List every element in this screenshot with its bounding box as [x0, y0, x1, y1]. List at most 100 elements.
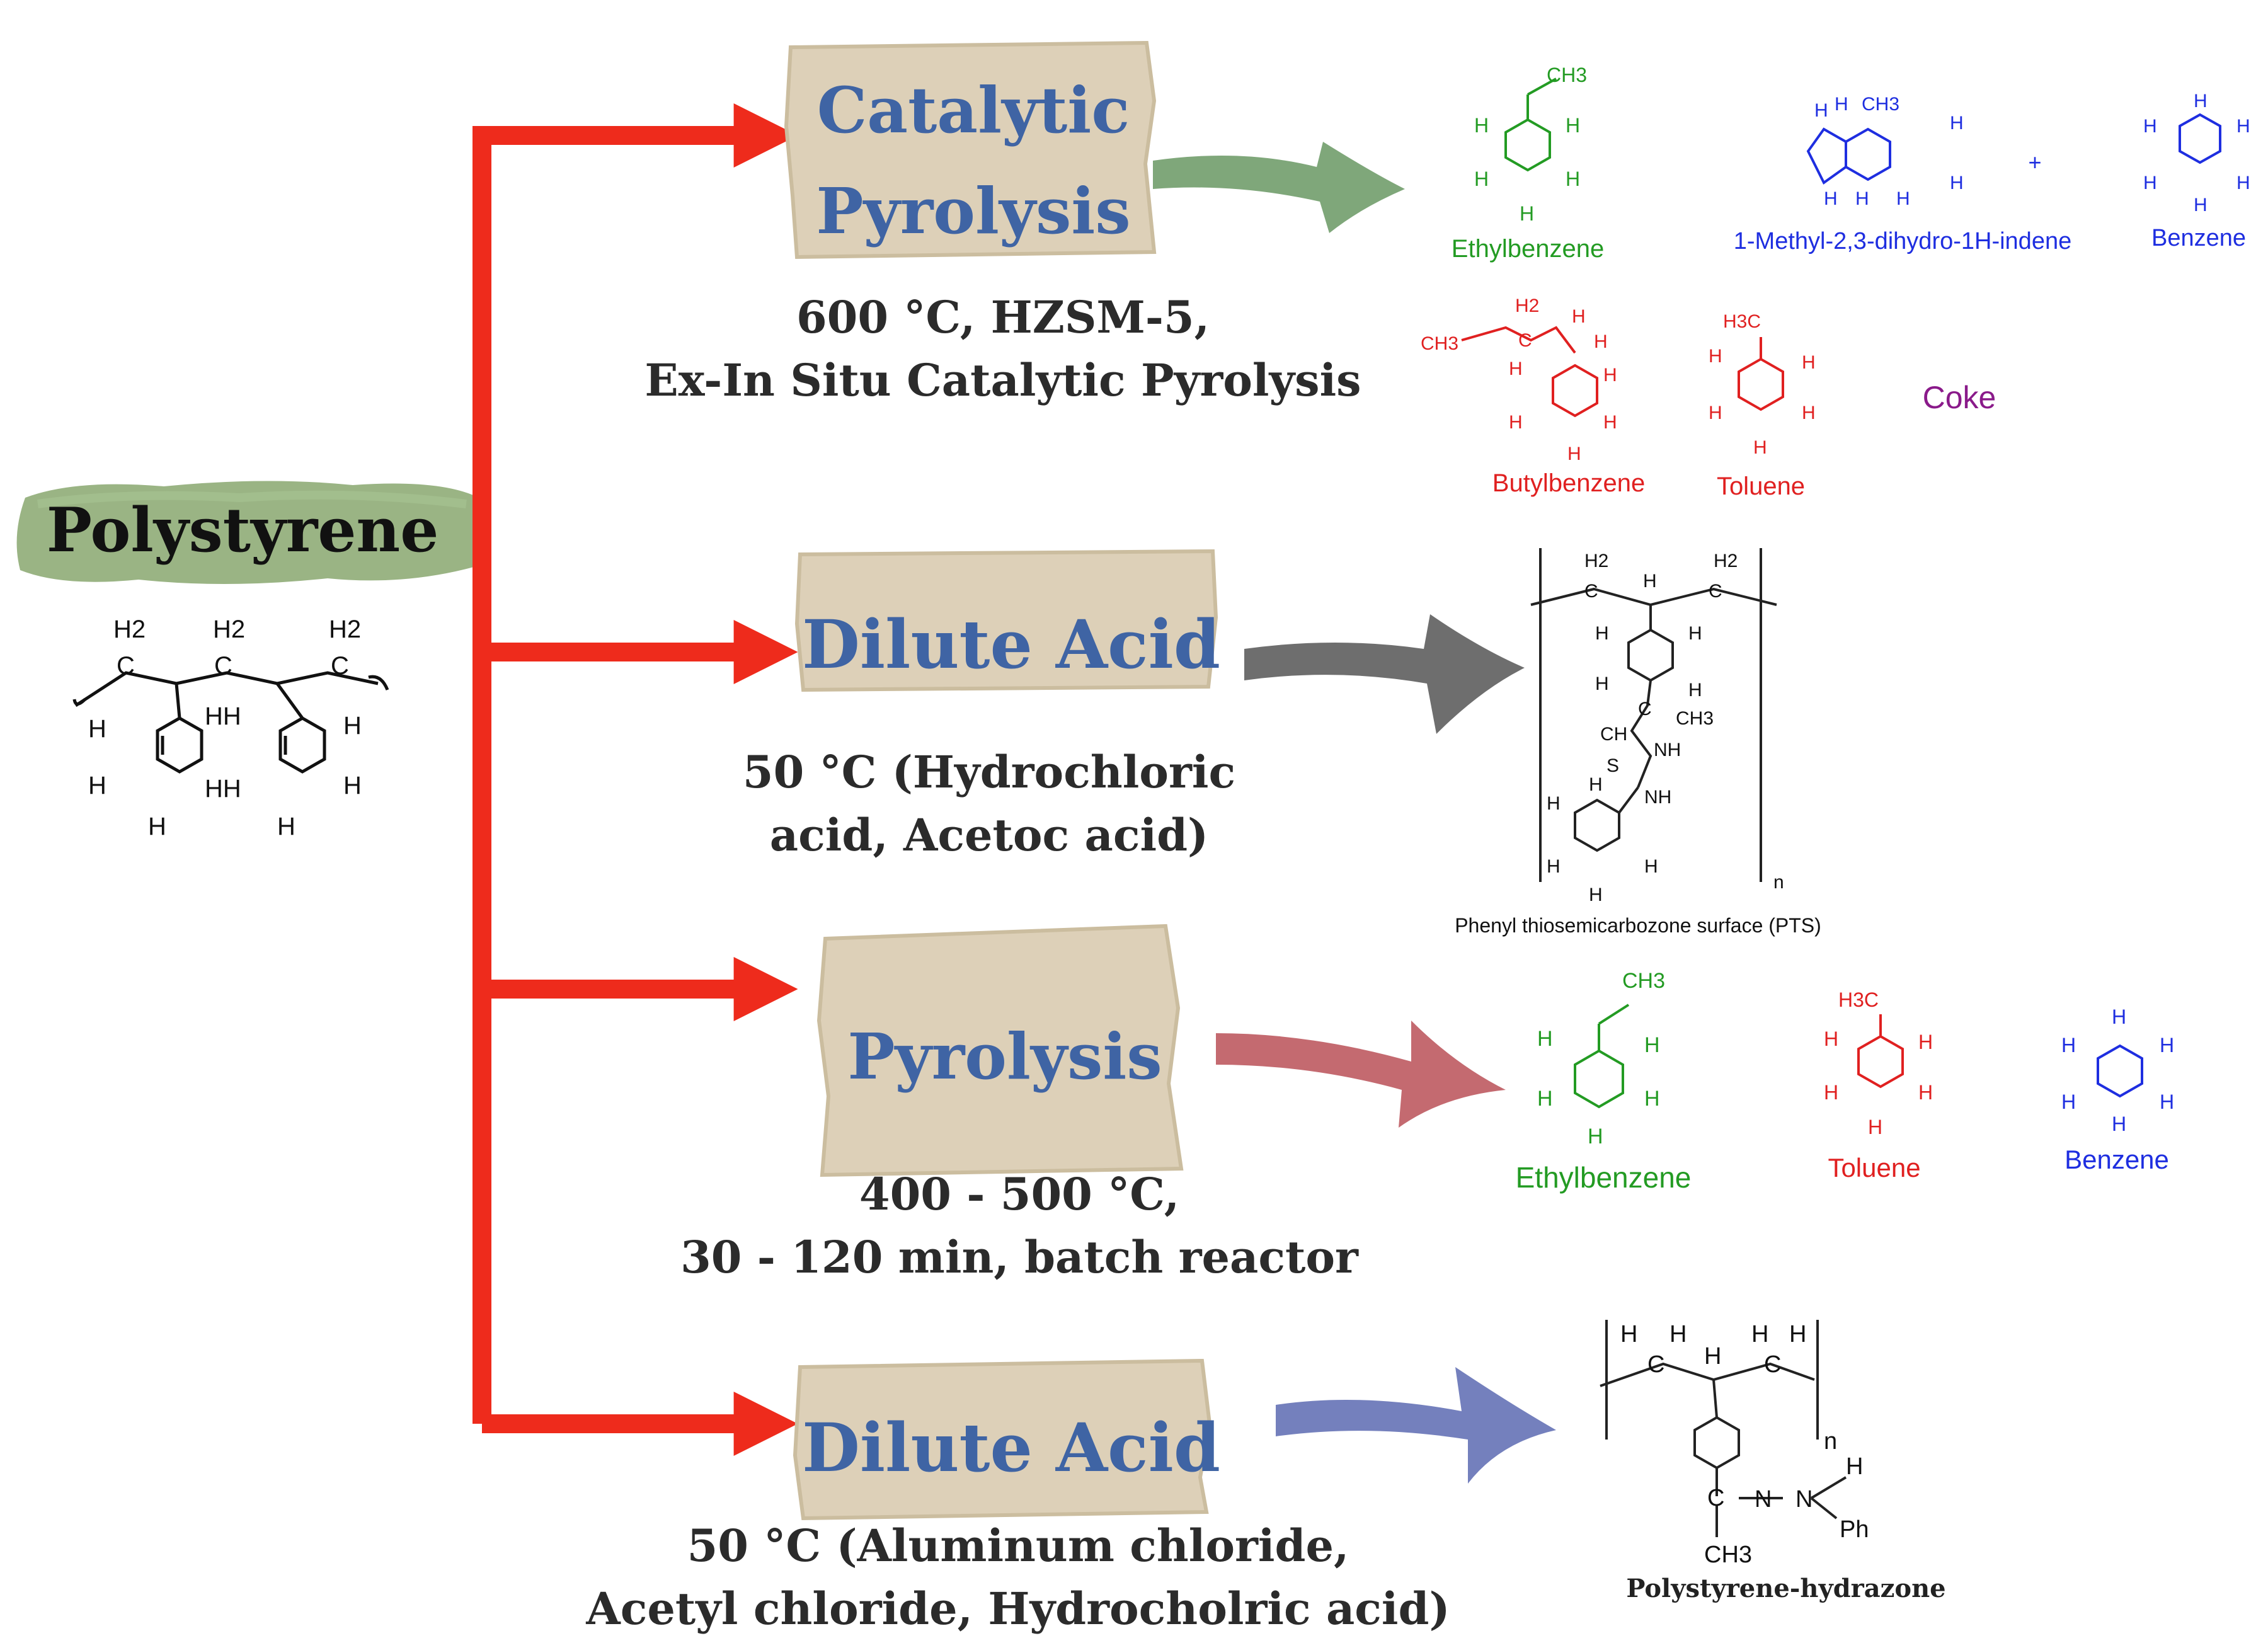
product-label-benzene: Benzene	[2151, 225, 2246, 251]
svg-text:H: H	[2160, 1034, 2174, 1056]
conditions-line-2: acid, Acetoc acid)	[770, 809, 1208, 861]
svg-text:H: H	[2160, 1091, 2174, 1113]
conditions-line-2: Ex-In Situ Catalytic Pyrolysis	[644, 354, 1361, 406]
svg-text:H: H	[1709, 346, 1722, 367]
pts-structure	[1530, 548, 1777, 882]
svg-text:C: C	[1707, 1485, 1724, 1511]
svg-text:C: C	[117, 652, 135, 680]
svg-text:H: H	[1918, 1081, 1933, 1104]
svg-text:CH3: CH3	[1547, 64, 1587, 86]
polystyrene-title: Polystyrene	[47, 495, 439, 566]
benzene-structure-2	[2097, 1044, 2143, 1098]
product-label-ethylbenzene: Ethylbenzene	[1452, 235, 1604, 263]
svg-text:H: H	[1644, 1033, 1660, 1057]
toluene-structure-2	[1857, 1014, 1904, 1089]
svg-text:H: H	[1643, 571, 1657, 592]
toluene-structure-1	[1738, 337, 1784, 411]
route-dilute-acid-1: Dilute Acid 50 °C (Hydrochloric acid, Ac…	[743, 548, 1821, 937]
svg-text:H: H	[88, 772, 106, 799]
product-label-benzene: Benzene	[2065, 1145, 2169, 1174]
svg-text:H: H	[1603, 365, 1617, 386]
svg-text:H: H	[1520, 202, 1534, 225]
svg-text:n: n	[1824, 1428, 1837, 1455]
svg-text:H2: H2	[113, 615, 146, 643]
svg-text:H: H	[1753, 437, 1767, 458]
svg-text:H: H	[1704, 1343, 1721, 1370]
svg-text:H: H	[343, 772, 362, 799]
svg-text:n: n	[1773, 872, 1784, 893]
svg-text:C: C	[1638, 699, 1652, 719]
svg-text:H: H	[1537, 1087, 1553, 1111]
svg-text:H: H	[1950, 113, 1964, 134]
svg-text:H: H	[1846, 1453, 1863, 1480]
ethylbenzene-structure	[1504, 77, 1557, 172]
method-title: Dilute Acid	[802, 1408, 1220, 1487]
svg-text:H: H	[1688, 623, 1702, 644]
product-label-toluene: Toluene	[1717, 472, 1805, 500]
method-card-background	[786, 43, 1154, 257]
benzene-structure-1	[2179, 113, 2221, 164]
svg-text:H2: H2	[1714, 551, 1738, 571]
svg-text:H: H	[1835, 94, 1848, 115]
method-title: Pyrolysis	[847, 1019, 1162, 1094]
svg-text:C: C	[1518, 330, 1532, 351]
svg-text:H: H	[2061, 1034, 2076, 1056]
svg-text:CH3: CH3	[1421, 333, 1458, 354]
svg-text:H: H	[2143, 116, 2157, 137]
svg-text:N: N	[1796, 1486, 1813, 1513]
svg-text:H: H	[277, 813, 295, 840]
svg-text:H: H	[1802, 352, 1816, 373]
svg-text:H: H	[1824, 1028, 1838, 1050]
polystyrene-structure	[72, 671, 389, 774]
svg-text:HH: HH	[205, 775, 241, 803]
svg-text:H: H	[2194, 195, 2208, 215]
svg-text:H: H	[1474, 114, 1489, 137]
svg-text:H: H	[2236, 173, 2250, 193]
conditions-line-1: 400 - 500 °C,	[859, 1168, 1179, 1220]
svg-text:H: H	[1896, 188, 1910, 209]
methylindane-structure	[1806, 127, 1891, 185]
svg-text:NH: NH	[1654, 740, 1681, 760]
svg-text:H: H	[1588, 1125, 1603, 1148]
svg-text:H: H	[2143, 173, 2157, 193]
svg-text:H: H	[2061, 1091, 2076, 1113]
product-arrow-dilute-acid-2	[1276, 1367, 1556, 1484]
svg-text:H2: H2	[1515, 295, 1539, 316]
svg-text:CH3: CH3	[1862, 94, 1899, 115]
svg-text:CH3: CH3	[1676, 708, 1714, 729]
route-catalytic-pyrolysis: Catalytic Pyrolysis 600 °C, HZSM-5, Ex-I…	[644, 40, 2250, 500]
svg-text:H2: H2	[213, 615, 245, 643]
ethylbenzene-structure-2	[1574, 1004, 1630, 1109]
plus-sign: +	[2028, 149, 2041, 175]
svg-text:H: H	[1950, 173, 1964, 193]
svg-text:H: H	[1595, 673, 1609, 694]
svg-text:H: H	[1595, 623, 1609, 644]
svg-text:H: H	[1644, 856, 1658, 877]
svg-text:H: H	[1644, 1087, 1660, 1111]
svg-text:H: H	[1474, 168, 1489, 190]
svg-text:H: H	[1509, 412, 1523, 433]
svg-text:CH3: CH3	[1622, 969, 1665, 993]
svg-text:H: H	[1670, 1321, 1687, 1348]
svg-text:Ph: Ph	[1840, 1516, 1869, 1543]
svg-text:H: H	[2236, 116, 2250, 137]
svg-text:H: H	[1814, 100, 1828, 121]
method-title-line-1: Catalytic	[817, 73, 1130, 147]
svg-text:H: H	[1594, 331, 1608, 352]
svg-text:H: H	[1855, 188, 1869, 209]
svg-text:H: H	[1824, 188, 1838, 209]
svg-text:H3C: H3C	[1723, 311, 1761, 332]
svg-text:H: H	[1688, 680, 1702, 701]
svg-text:H: H	[2112, 1113, 2126, 1135]
product-label-toluene: Toluene	[1828, 1153, 1920, 1182]
svg-text:H: H	[1709, 403, 1722, 423]
polystyrene-source: Polystyrene H2 H2 H2 C C C H HH H H HH H	[16, 481, 479, 840]
method-card-background	[795, 1361, 1210, 1518]
svg-text:C: C	[1584, 581, 1598, 602]
flow-tree	[472, 103, 798, 1457]
product-label-butylbenzene: Butylbenzene	[1492, 469, 1645, 497]
polystyrene-label-background	[16, 481, 479, 585]
svg-text:CH3: CH3	[1704, 1542, 1752, 1568]
svg-text:C: C	[331, 652, 349, 680]
